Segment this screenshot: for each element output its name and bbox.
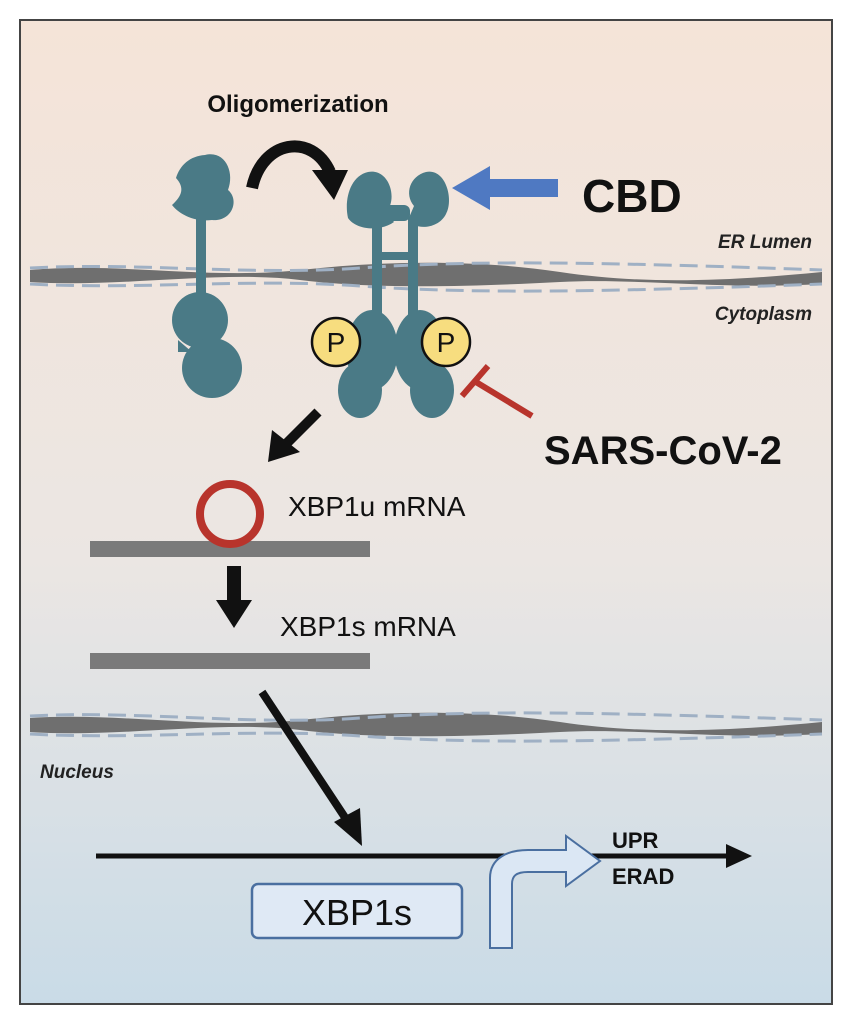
phospho-right: P [420,316,472,368]
splicing-arrow [268,408,322,462]
nuclear-membrane [29,711,823,743]
transcription-arrow [489,834,602,949]
svg-text:P: P [327,327,346,358]
translocation-arrow [258,689,362,846]
xbp1u-label: XBP1u mRNA [288,491,466,522]
erad-label: ERAD [612,864,674,889]
cytoplasm-label: Cytoplasm [715,304,812,325]
xbp1u-mrna [90,480,370,557]
ire1-dimer [338,171,454,418]
xbp1s-mrna-bar [90,653,370,669]
oligomerization-label: Oligomerization [207,91,388,118]
cbd-label: CBD [582,170,682,222]
er-membrane [29,261,823,293]
xbp1s-gene-box [250,882,464,940]
ire1-monomer [172,154,242,398]
cbd-arrow [452,166,558,210]
upr-label: UPR [612,828,659,853]
xbp1s-mrna-label: XBP1s mRNA [280,611,456,642]
dna-line [96,844,752,868]
sars-cov-2-label: SARS-CoV-2 [544,429,782,473]
sars-inhibition-marker [459,364,534,419]
nucleus-label: Nucleus [40,762,114,783]
svg-text:P: P [437,327,456,358]
er-lumen-label: ER Lumen [718,232,812,253]
processing-arrow [216,566,252,628]
oligomerization-arrow [246,140,348,200]
phospho-left: P [310,316,362,368]
xbp1s-gene-label: XBP1s [302,892,412,933]
